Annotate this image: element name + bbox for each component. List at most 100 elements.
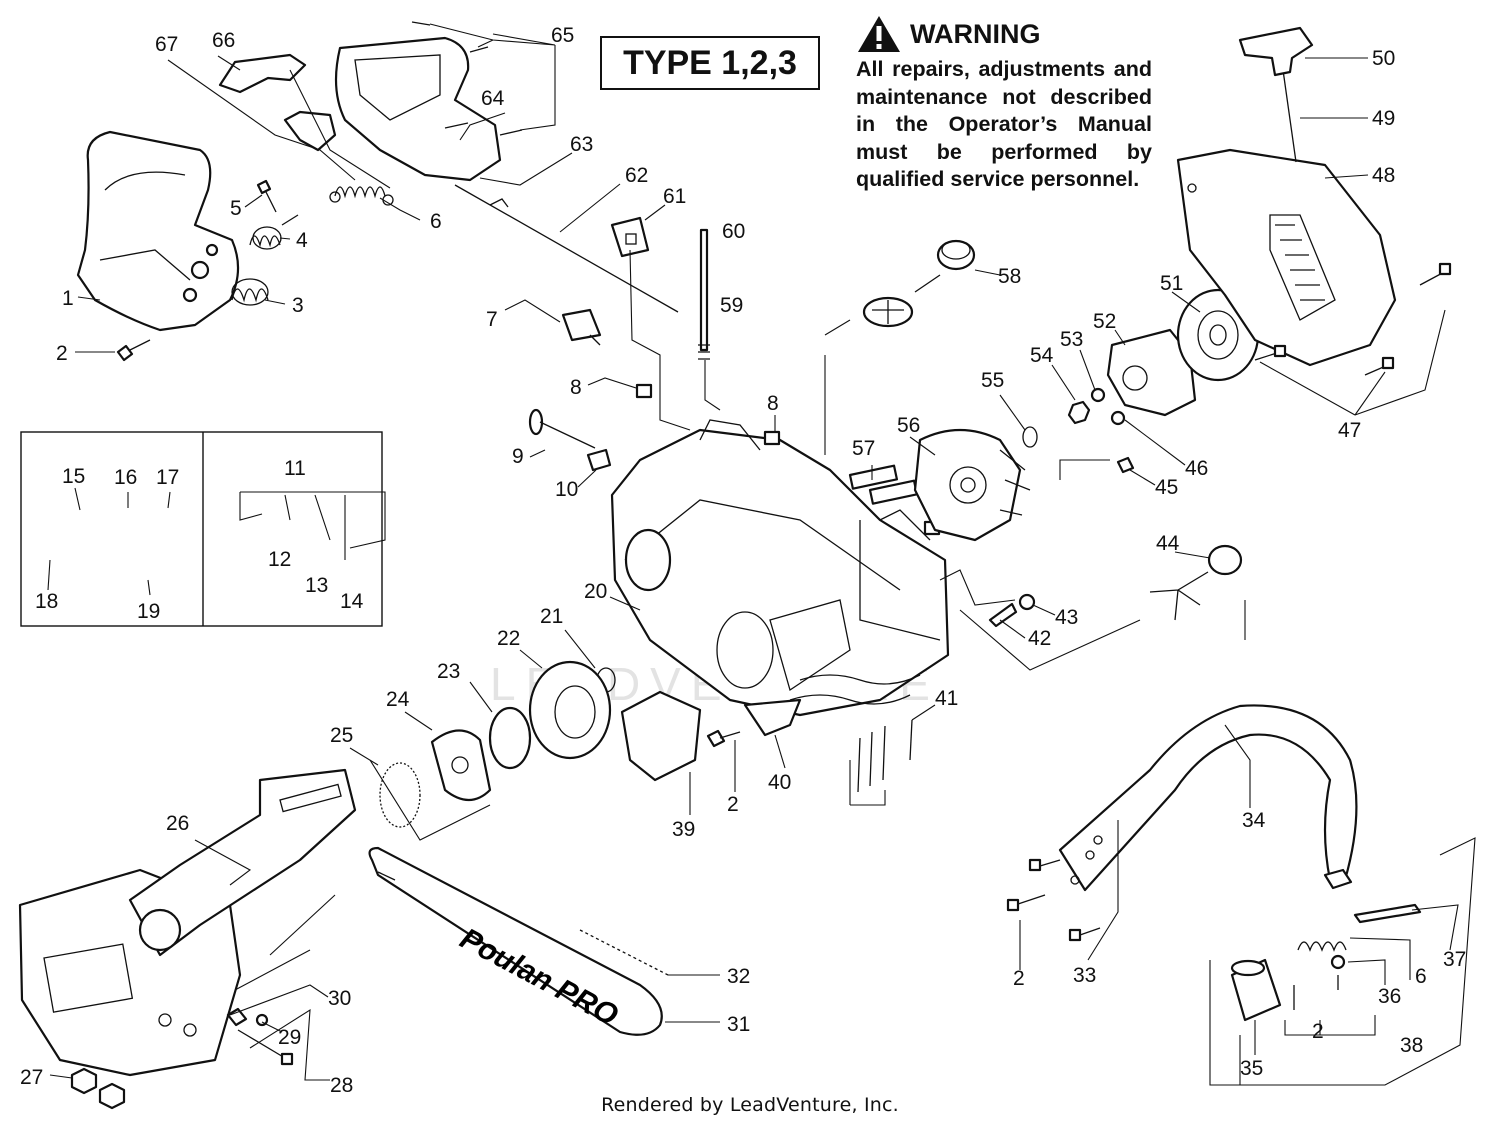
callout-38: 38 [1400, 1034, 1423, 1057]
bracket-40 [743, 698, 802, 737]
callout-6: 6 [430, 210, 442, 233]
washer-23 [488, 706, 532, 770]
callout-34: 34 [1242, 809, 1266, 832]
saw-chain-32 [579, 929, 669, 976]
callout-37: 37 [1443, 948, 1466, 971]
screw-46 [1110, 410, 1126, 426]
callout-55: 55 [981, 369, 1004, 392]
callout-1: 1 [62, 287, 74, 310]
callout-63: 63 [570, 133, 593, 156]
washer-55 [1022, 426, 1038, 448]
bushing-35 [1230, 958, 1282, 1022]
spring-6 [1297, 941, 1347, 952]
clip-61 [610, 216, 650, 258]
callout-23: 23 [437, 660, 460, 683]
antivibration-spring-3 [231, 278, 269, 306]
callout-59: 59 [720, 294, 743, 317]
bracket-2 [1284, 1015, 1376, 1036]
side-cover-26 [18, 768, 357, 1077]
assembly-bracket-38 [1209, 837, 1476, 1086]
callout-52: 52 [1093, 310, 1116, 333]
callout-49: 49 [1372, 107, 1395, 130]
callout-14: 14 [340, 590, 364, 613]
plate-39 [620, 690, 702, 782]
callout-2: 2 [56, 342, 68, 365]
callout-29: 29 [278, 1026, 301, 1049]
warning-triangle-icon [858, 16, 900, 52]
callout-66: 66 [212, 29, 235, 52]
guide-bar-31: Poulan PRO [368, 846, 663, 1036]
callout-22: 22 [497, 627, 520, 650]
callout-62: 62 [625, 164, 648, 187]
starter-pulley-52 [1106, 328, 1197, 417]
callout-19: 19 [137, 600, 160, 623]
callout-28: 28 [330, 1074, 353, 1097]
flywheel-56 [913, 428, 1031, 542]
callout-31: 31 [727, 1013, 750, 1036]
screws-47 [1254, 262, 1452, 376]
callout-51: 51 [1160, 272, 1183, 295]
screw-2-left [116, 339, 151, 362]
footer-credit: Rendered by LeadVenture, Inc. [601, 1094, 899, 1116]
callout-16: 16 [114, 466, 137, 489]
callout-33: 33 [1073, 964, 1096, 987]
callout-47: 47 [1338, 419, 1361, 442]
callout-6-lower: 6 [1415, 965, 1427, 988]
screw-2-mid [706, 729, 741, 748]
antivibration-spring-4 [249, 214, 299, 250]
starter-handle-50 [1238, 26, 1314, 77]
callout-24: 24 [386, 688, 410, 711]
callout-26: 26 [166, 812, 189, 835]
callout-53: 53 [1060, 328, 1083, 351]
part-42 [988, 602, 1018, 628]
washer-36 [1330, 954, 1346, 970]
callout-5: 5 [230, 197, 242, 220]
callout-30: 30 [328, 987, 351, 1010]
callout-40: 40 [768, 771, 791, 794]
callout-41: 41 [935, 687, 958, 710]
clutch-24 [430, 729, 492, 802]
washer-53 [1090, 387, 1106, 403]
oil-cap-58 [862, 239, 976, 328]
engine-housing-20 [610, 419, 950, 717]
callout-48: 48 [1372, 164, 1395, 187]
nut-54 [1067, 400, 1091, 425]
callout-27: 27 [20, 1066, 43, 1089]
plate-37 [1353, 903, 1422, 924]
callout-12: 12 [268, 548, 291, 571]
callout-57: 57 [852, 437, 875, 460]
rear-handle-part [76, 130, 240, 332]
callout-67: 67 [155, 33, 178, 56]
callout-25: 25 [330, 724, 353, 747]
callout-43: 43 [1055, 606, 1078, 629]
callout-36: 36 [1378, 985, 1401, 1008]
callout-64: 64 [481, 87, 505, 110]
pin-9 [528, 408, 596, 449]
sprocket-25 [379, 762, 421, 828]
callout-8b: 8 [767, 392, 779, 415]
throttle-trigger-67 [283, 110, 337, 152]
callout-8a: 8 [570, 376, 582, 399]
callout-3: 3 [292, 294, 304, 317]
nut-8b [763, 430, 781, 446]
callout-50: 50 [1372, 47, 1395, 70]
callout-60: 60 [722, 220, 745, 243]
warning-box: WARNING All repairs, adjustments and mai… [856, 14, 1152, 194]
pin-60 [698, 228, 710, 360]
callout-2-lower-left: 2 [1013, 967, 1025, 990]
part-43 [1018, 593, 1036, 611]
callout-2-center: 2 [727, 793, 739, 816]
handle-frame-part [334, 21, 523, 182]
part-45 [1116, 456, 1135, 474]
type-label: TYPE 1,2,3 [600, 36, 820, 90]
tensioner-28-30 [226, 1007, 294, 1066]
callout-45: 45 [1155, 476, 1178, 499]
callout-7: 7 [486, 308, 498, 331]
nut-27a [70, 1067, 98, 1095]
callout-2-lower: 2 [1312, 1020, 1324, 1043]
callout-61: 61 [663, 185, 686, 208]
callout-58: 58 [998, 265, 1021, 288]
warning-text: All repairs, adjustments and maintenance… [856, 57, 1152, 191]
callout-56: 56 [897, 414, 920, 437]
